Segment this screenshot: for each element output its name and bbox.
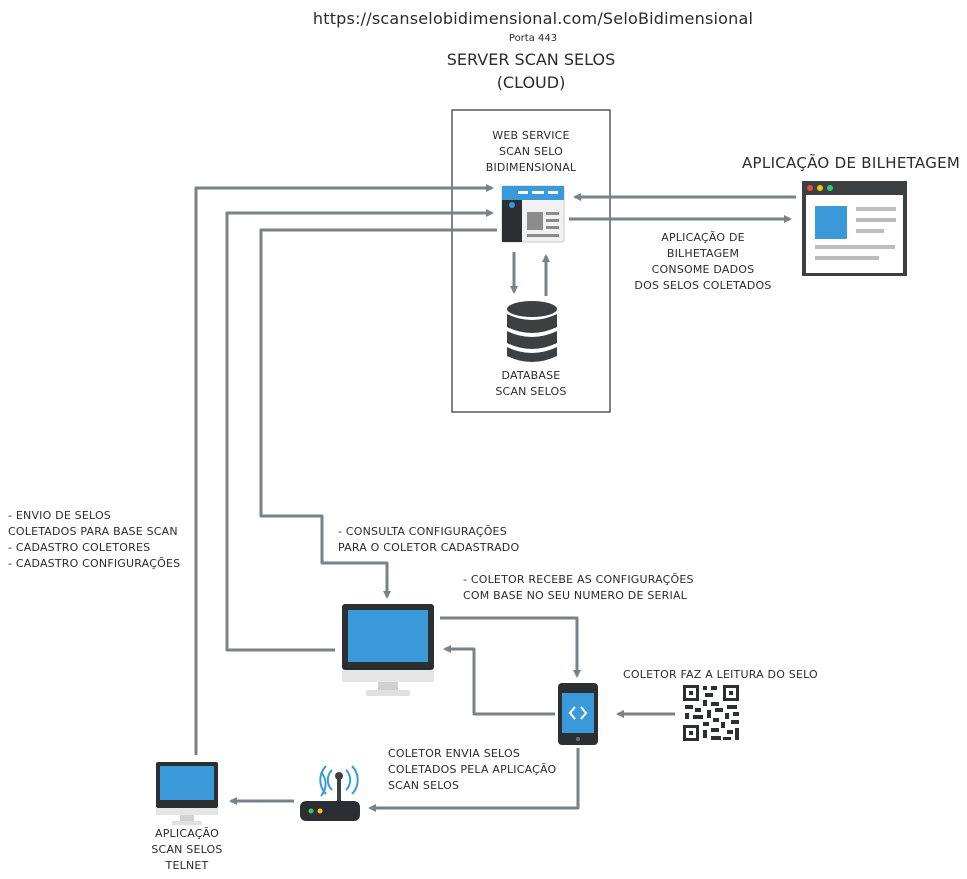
consulta-note: - CONSULTA CONFIGURAÇÕES PARA O COLETOR … <box>338 525 520 554</box>
billing-app-note: APLICAÇÃO DE BILHETAGEM CONSOME DADOS DO… <box>634 231 772 292</box>
server-subtitle: (CLOUD) <box>496 73 566 92</box>
coletor-envia-note: COLETOR ENVIA SELOS COLETADOS PELA APLIC… <box>388 747 557 792</box>
coletor-recebe-note: - COLETOR RECEBE AS CONFIGURAÇÕES COM BA… <box>463 573 694 602</box>
web-page-icon <box>501 185 565 243</box>
coletor-leitura-note: COLETOR FAZ A LEITURA DO SELO <box>623 668 818 681</box>
database-label: DATABASE SCAN SELOS <box>495 369 567 398</box>
telnet-app-label: APLICAÇÃO SCAN SELOS TELNET <box>151 827 223 872</box>
server-port: Porta 443 <box>508 33 558 44</box>
left-notes-list: - ENVIO DE SELOS COLETADOS PARA BASE SCA… <box>8 509 181 570</box>
wifi-router-icon <box>300 765 360 821</box>
monitor-icon <box>342 604 434 696</box>
telnet-to-ws-arrow <box>194 184 494 755</box>
browser-window-icon <box>802 181 907 276</box>
ws-to-desktop-arrow <box>259 228 497 599</box>
desktop-to-ws-arrow <box>225 209 494 652</box>
qr-code-icon <box>683 685 739 741</box>
collector-to-desktop-arrow <box>443 645 555 716</box>
server-url: https://scanselobidimensional.com/SeloBi… <box>312 9 754 28</box>
small-monitor-icon <box>156 762 218 825</box>
collector-to-router-arrow <box>368 748 580 812</box>
mobile-device-icon <box>558 683 598 745</box>
database-icon <box>507 301 557 362</box>
cloud-server-box <box>451 109 611 413</box>
billing-app-title: APLICAÇÃO DE BILHETAGEM <box>742 154 961 172</box>
web-service-label: WEB SERVICE SCAN SELO BIDIMENSIONAL <box>485 129 577 174</box>
desktop-to-collector-arrow <box>440 616 581 678</box>
server-title: SERVER SCAN SELOS <box>446 50 616 69</box>
